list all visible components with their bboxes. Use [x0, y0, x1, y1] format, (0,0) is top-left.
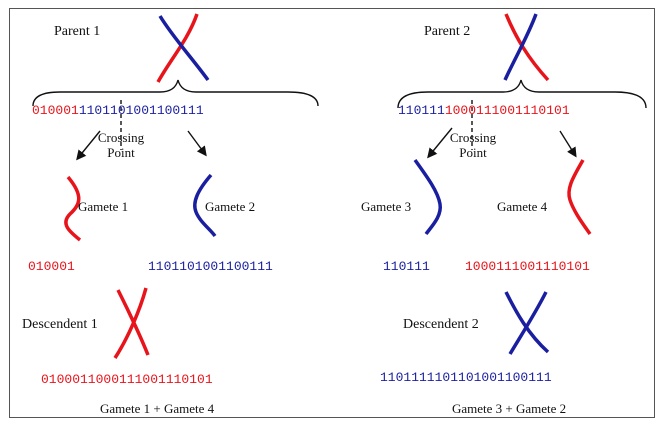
gamete1-label: Gamete 1: [78, 199, 129, 214]
parent1-arrow-left: [76, 130, 101, 161]
gamete3-bits: 110111: [383, 259, 430, 274]
parent2-label: Parent 2: [424, 24, 471, 39]
gamete3-chromosome: [413, 158, 442, 236]
parent2-bit-string: 1101111000111001110101: [398, 103, 570, 118]
parent1-bits-left: 010001: [32, 103, 79, 118]
descendent2-label: Descendent 2: [403, 317, 479, 332]
gamete2-label: Gamete 2: [205, 199, 256, 214]
parent1-arrow-right: [187, 130, 207, 157]
parent1-chromosome: [156, 13, 210, 83]
parent1-bit-string: 0100011101101001100111: [32, 103, 204, 118]
gamete2-chromosome: [193, 173, 217, 238]
gamete2-bits: 1101101001100111: [148, 259, 273, 274]
gamete3-label: Gamete 3: [361, 199, 412, 214]
parent1-bits-right: 1101101001100111: [78, 103, 204, 118]
descendent2-formula: Gamete 3 + Gamete 2: [452, 401, 567, 416]
parent2-chromosome: [503, 13, 550, 82]
parent1-brace: [32, 79, 319, 107]
parent1-label: Parent 1: [54, 24, 101, 39]
gamete4-chromosome: [567, 159, 592, 236]
gamete4-bits: 1000111001110101: [465, 259, 590, 274]
parent2-brace: [397, 79, 647, 109]
parent2-bits-right: 1000111001110101: [444, 103, 570, 118]
parent2-arrow-right: [559, 130, 577, 158]
descendent1-label: Descendent 1: [22, 317, 98, 332]
descendent2-bits: 1101111101101001100111: [380, 370, 552, 385]
gamete1-bits: 010001: [28, 259, 75, 274]
parent2-arrow-left: [427, 127, 453, 159]
descendent2-chromosome: [504, 291, 550, 355]
parent1-crossing-point-label: Crossing Point: [97, 130, 145, 160]
gamete4-label: Gamete 4: [497, 199, 548, 214]
descendent1-formula: Gamete 1 + Gamete 4: [100, 401, 215, 416]
gamete1-chromosome: [64, 175, 82, 242]
parent2-crossing-point-label: Crossing Point: [449, 130, 497, 160]
descendent1-bits: 0100011000111001110101: [41, 372, 213, 387]
descendent1-chromosome: [113, 287, 150, 359]
parent2-bits-left: 110111: [398, 103, 445, 118]
